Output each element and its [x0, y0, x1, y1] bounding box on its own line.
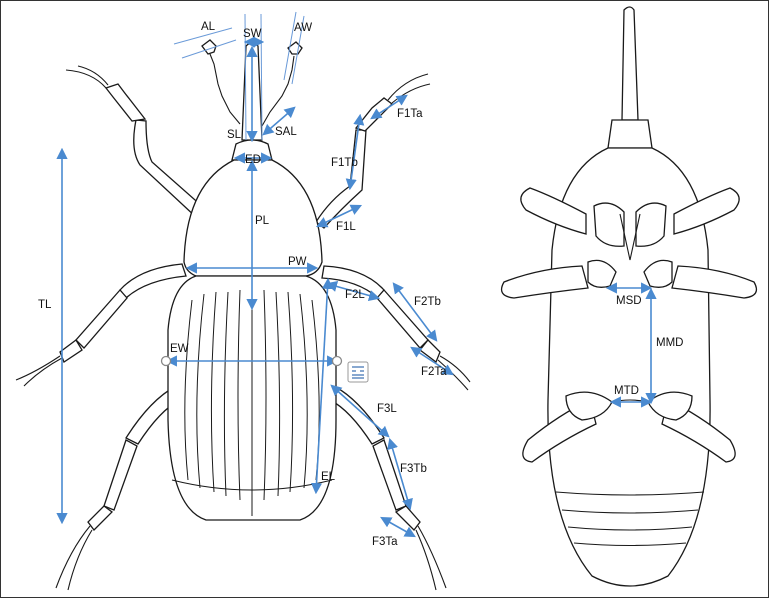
label-f1ta: F1Ta — [397, 108, 423, 120]
label-mtd: MTD — [614, 385, 639, 397]
label-ew: EW — [170, 343, 189, 355]
label-sal: SAL — [275, 126, 297, 138]
label-f2tb: F2Tb — [414, 296, 441, 308]
label-f3l: F3L — [377, 403, 397, 415]
dorsal-view: AL SW AW SL SAL ED F1Ta F1Tb F1L PL PW F… — [16, 12, 470, 590]
ventral-view: MSD MMD MTD — [502, 7, 757, 586]
label-aw: AW — [294, 22, 312, 34]
middle-left-leg — [16, 264, 186, 386]
ew-end-handle[interactable] — [333, 357, 342, 366]
label-el: EL — [321, 471, 336, 483]
label-al: AL — [201, 21, 216, 33]
label-f1l: F1L — [336, 221, 356, 233]
label-sl: SL — [227, 129, 242, 141]
label-f3ta: F3Ta — [372, 536, 398, 548]
hind-left-leg — [56, 386, 180, 590]
hind-right-leg — [330, 386, 446, 590]
reference-lines — [174, 12, 304, 140]
label-pl: PL — [255, 215, 270, 227]
wrap-text-icon[interactable] — [348, 362, 368, 382]
label-tl: TL — [38, 299, 52, 311]
label-mmd: MMD — [656, 337, 683, 349]
front-right-leg — [316, 74, 430, 228]
label-pw: PW — [288, 256, 307, 268]
label-sw: SW — [243, 28, 262, 40]
label-f2l: F2L — [345, 289, 365, 301]
label-msd: MSD — [616, 295, 642, 307]
ventral-head — [608, 120, 652, 148]
ew-start-handle[interactable] — [162, 357, 171, 366]
front-left-leg — [66, 66, 203, 218]
label-ed: ED — [245, 154, 261, 166]
label-f2ta: F2Ta — [421, 366, 447, 378]
ventral-rostrum — [622, 7, 638, 120]
label-f1tb: F1Tb — [331, 157, 358, 169]
label-f3tb: F3Tb — [400, 463, 427, 475]
